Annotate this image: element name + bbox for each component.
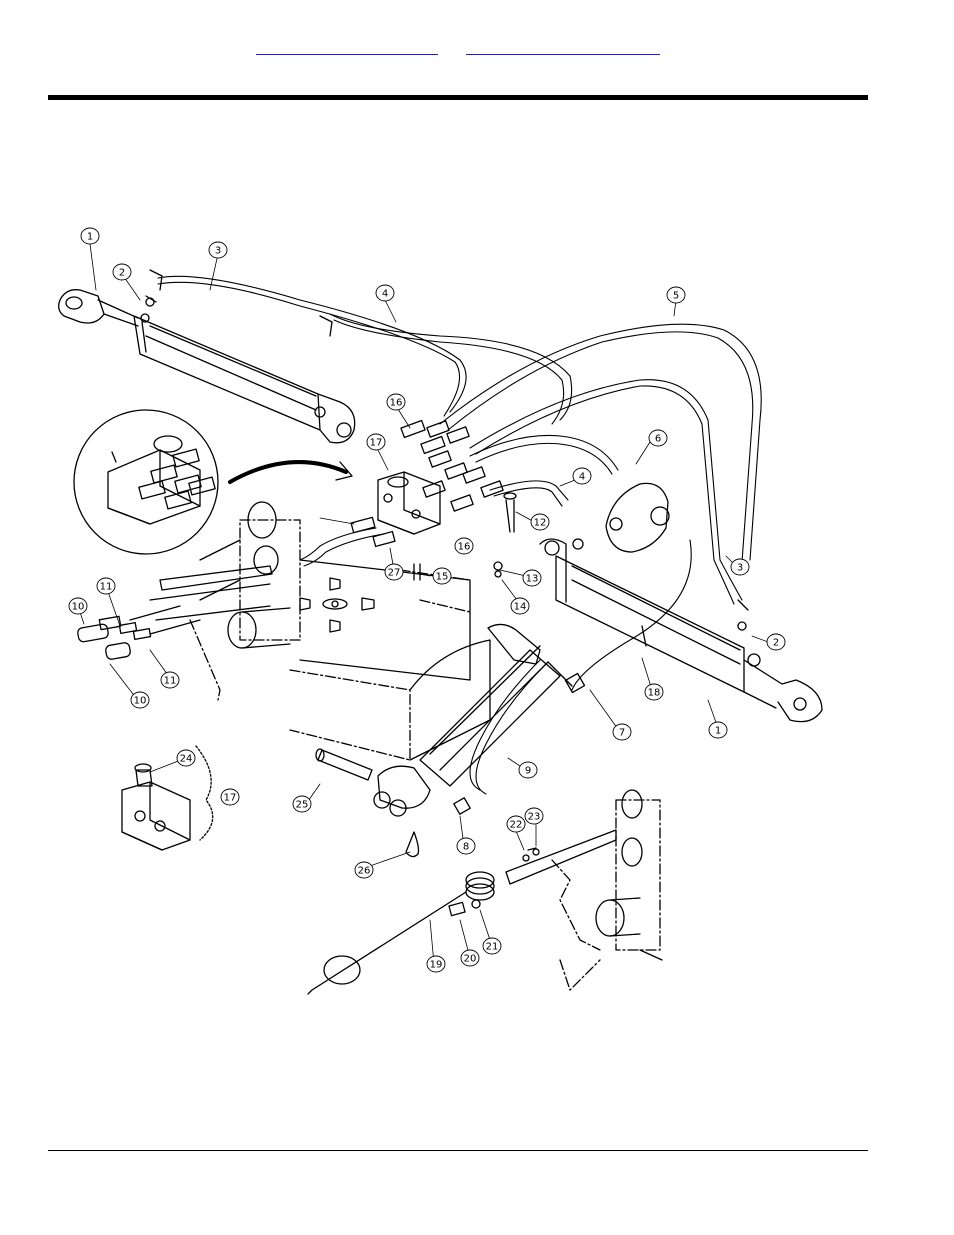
center-cylinder [374,624,572,816]
callout-number: 4 [579,472,585,483]
callout-number: 6 [655,434,661,445]
callout-number: 22 [510,820,523,831]
callout-number: 12 [534,518,547,529]
upper-cylinder [59,290,355,443]
callout-number: 21 [486,942,499,953]
callout-number: 16 [458,542,471,553]
callout-number: 2 [773,638,779,649]
callout-number: 8 [463,842,469,853]
callout-number: 11 [164,676,177,687]
callout-number: 14 [514,602,527,613]
callout-number: 4 [382,289,388,300]
block-detail [122,746,213,850]
callout-number: 10 [134,696,147,707]
callout-number: 24 [180,754,193,765]
clevis-part [606,483,669,552]
callout-number: 27 [388,568,401,579]
manifold-detail-inset [74,410,352,554]
callout-number: 13 [526,574,539,585]
callout-number: 5 [673,291,679,302]
callout-number: 1 [87,232,93,243]
callout-number: 26 [358,866,371,877]
callout-number: 10 [72,602,85,613]
callout-number: 18 [648,688,661,699]
spring-handle [308,872,494,994]
callout-number: 7 [619,728,625,739]
callout-number: 17 [224,793,237,804]
callout-number: 23 [528,812,541,823]
small-parts [146,270,748,861]
callout-number: 3 [215,246,221,257]
callout-number: 2 [119,268,125,279]
hydraulic-hoses [158,276,761,794]
callout-number: 25 [296,800,309,811]
hitch-frame [150,502,490,760]
callout-number: 16 [390,398,403,409]
pin-and-clip [316,749,419,857]
callout-number: 3 [737,563,743,574]
lower-cylinder [540,539,822,722]
callout-number: 9 [525,766,531,777]
callout-number: 19 [430,960,443,971]
couplers [77,606,200,660]
callout-number: 17 [370,438,383,449]
callout-number: 15 [436,572,449,583]
footer-rule [48,1150,868,1151]
callout-number: 11 [100,582,113,593]
callout-number: 20 [464,954,477,965]
callout-number: 1 [715,726,721,737]
manifold-block [378,472,440,534]
